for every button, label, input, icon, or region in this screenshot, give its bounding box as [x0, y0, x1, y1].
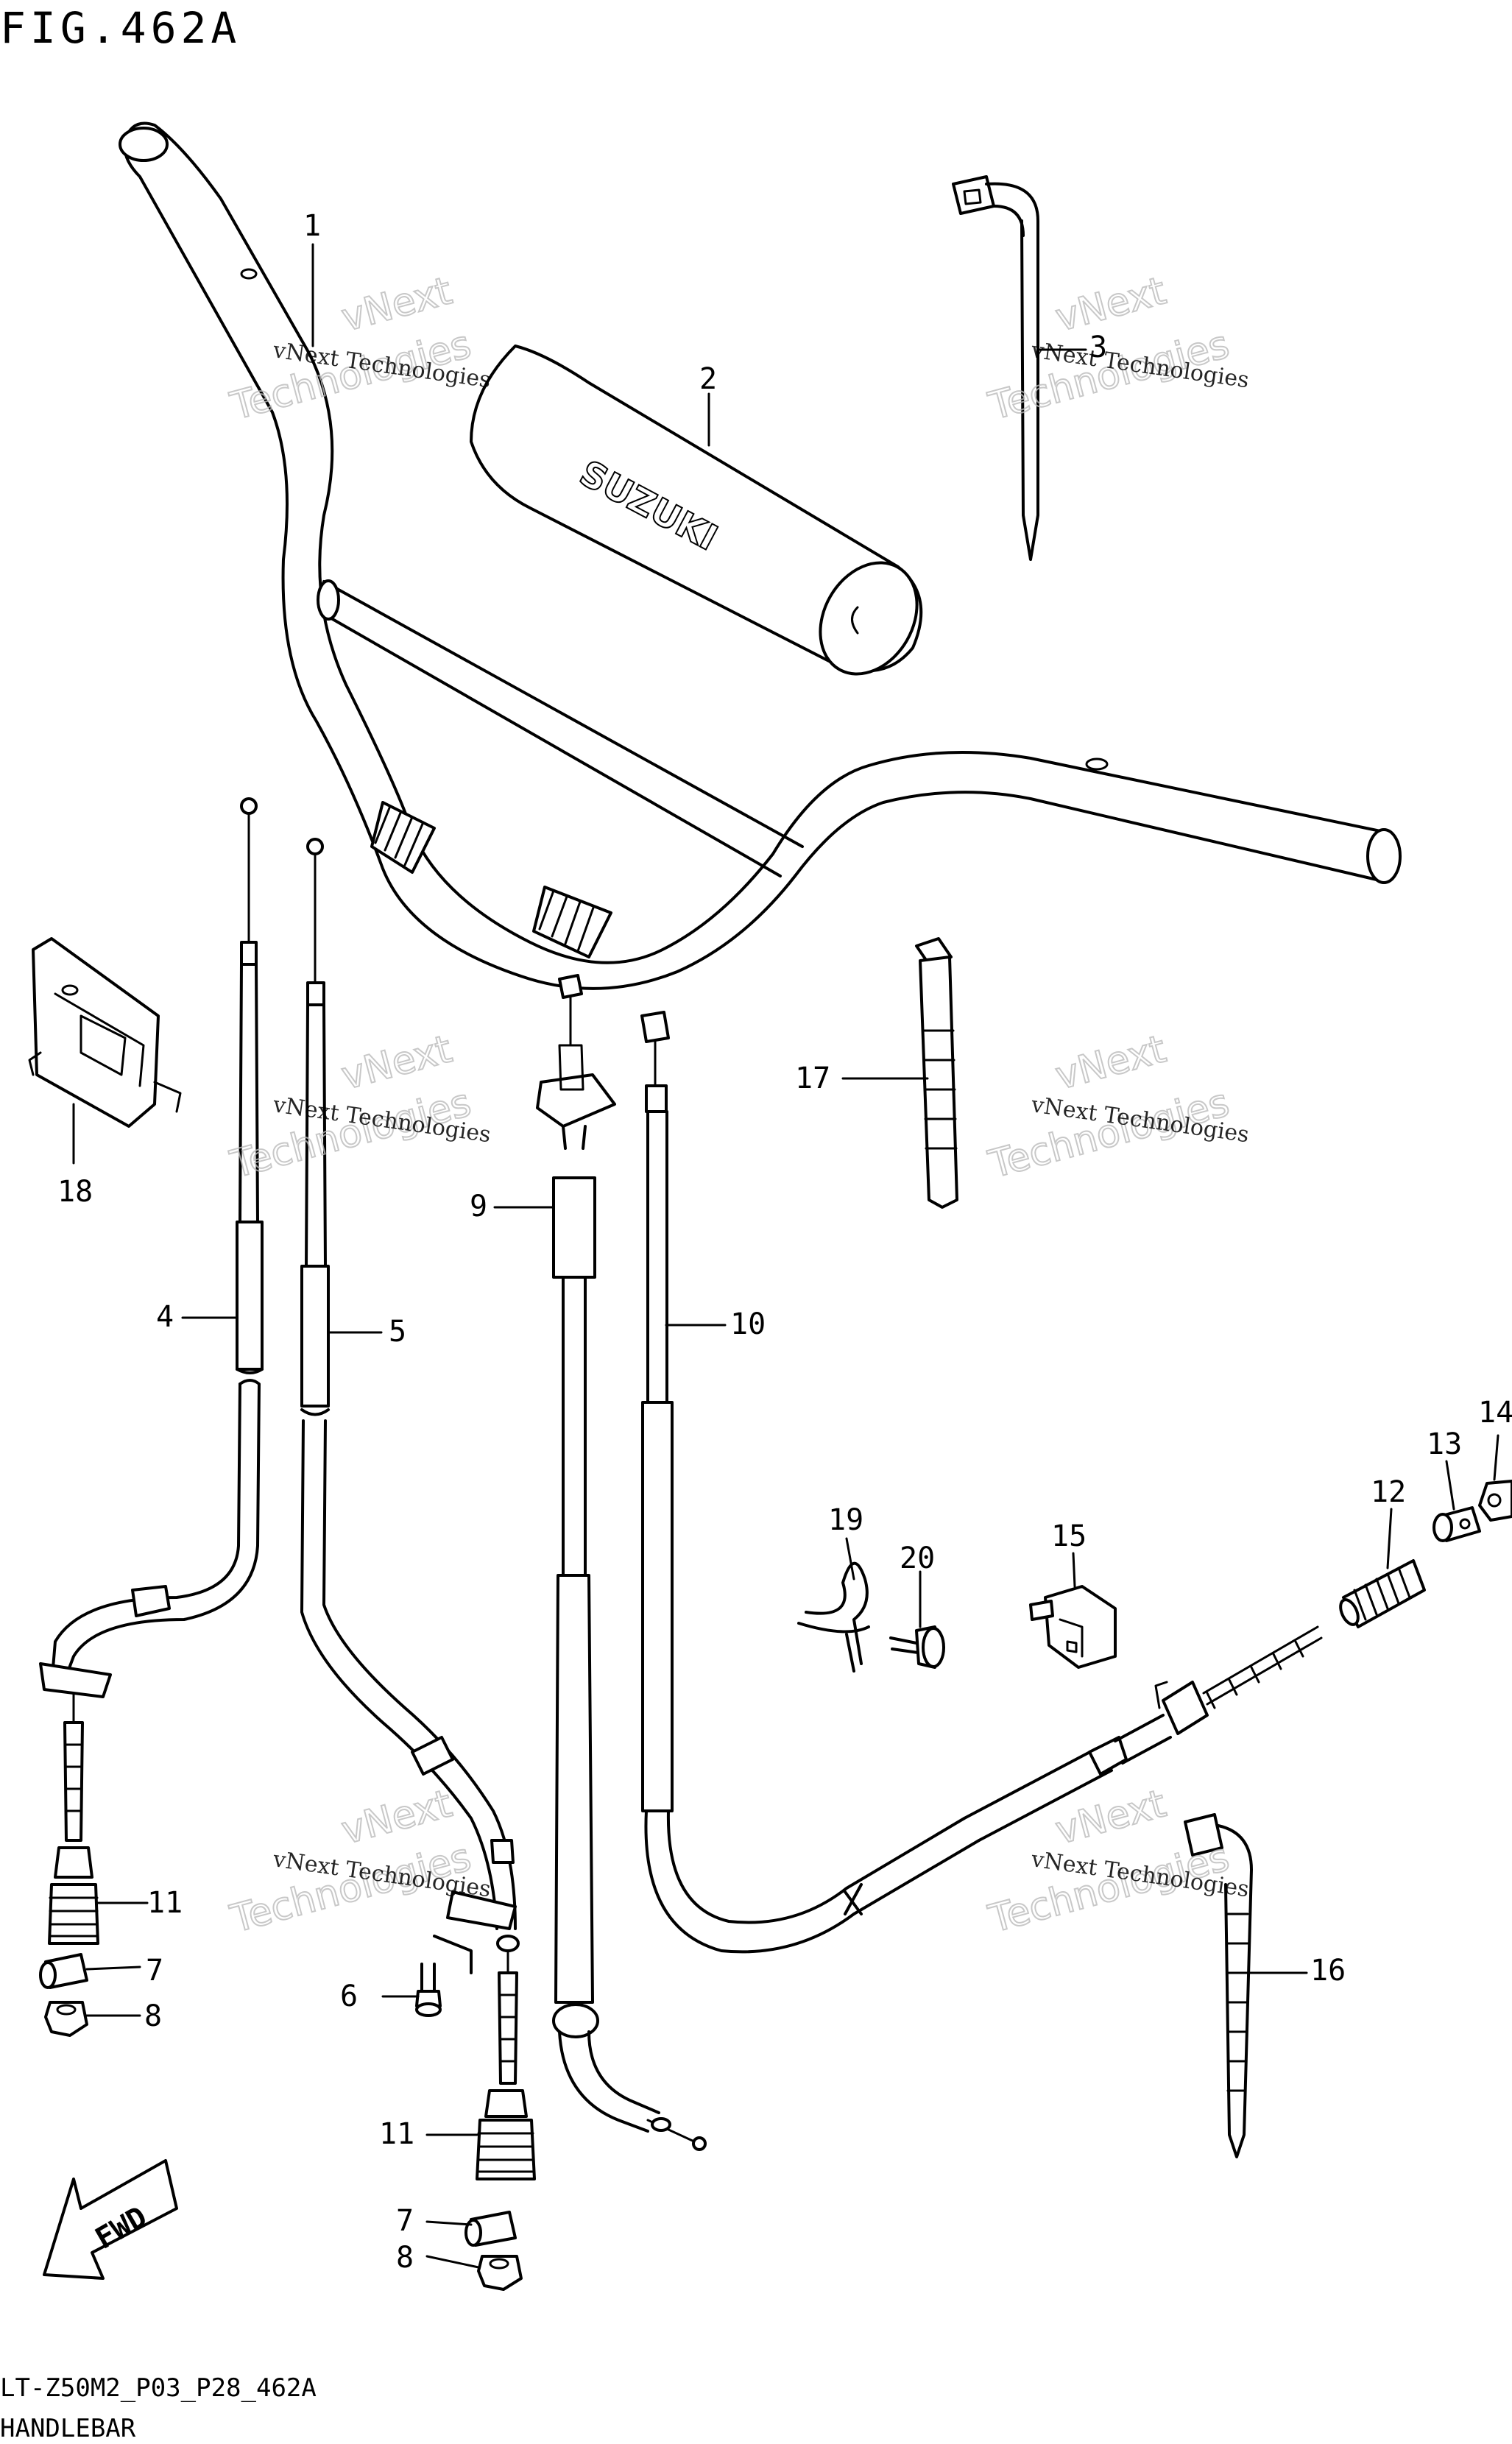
part-7-collar-right — [464, 2211, 517, 2247]
fwd-arrow: FWD — [43, 2159, 178, 2280]
part-5-cable — [300, 838, 520, 2085]
part-6-bolt — [415, 1963, 442, 2017]
callout-4: 4 — [156, 1300, 174, 1334]
part-12-spring-boot — [1339, 1559, 1426, 1628]
callout-16: 16 — [1310, 1954, 1346, 1988]
callout-1: 1 — [303, 209, 321, 243]
part-7-collar-left — [39, 1953, 88, 1989]
callout-11-right: 11 — [379, 2117, 414, 2151]
part-2-handlebar-pad: SUZUKI — [470, 345, 923, 676]
callout-12: 12 — [1371, 1475, 1406, 1509]
part-1-handlebar — [119, 121, 1402, 990]
part-8-nut-right — [477, 2255, 523, 2291]
callout-15: 15 — [1051, 1519, 1087, 1553]
callout-14: 14 — [1478, 1396, 1512, 1430]
watermark-mid-left: vNext Technologies vNext Technologies — [225, 1026, 492, 1188]
part-17-band — [915, 937, 958, 1209]
callout-19: 19 — [828, 1503, 863, 1537]
part-20-screw — [889, 1625, 945, 1669]
part-10-brake-cable — [640, 1011, 1323, 1954]
figure-title: FIG.462A — [0, 3, 241, 53]
callout-7-right: 7 — [396, 2204, 414, 2238]
part-13-adjuster — [1432, 1506, 1481, 1542]
callout-numbers: 1 2 3 4 5 6 7 7 8 8 9 10 11 11 12 13 14 … — [57, 209, 1512, 2275]
callout-8-left: 8 — [144, 1999, 162, 2033]
callout-3: 3 — [1089, 331, 1107, 364]
part-16-cable-tie — [1184, 1813, 1253, 2158]
watermark-bottom-right: vNext Technologies vNext Technologies — [983, 1781, 1251, 1943]
section-name: HANDLEBAR — [0, 2414, 136, 2443]
part-11-boot-right — [476, 2089, 536, 2180]
leader-lines — [72, 243, 1499, 2269]
callout-6: 6 — [340, 1979, 358, 2013]
callout-9: 9 — [470, 1190, 487, 1223]
watermark-mid-right: vNext Technologies vNext Technologies — [983, 1026, 1251, 1188]
callout-2: 2 — [699, 362, 717, 396]
callout-17: 17 — [795, 1062, 830, 1095]
callout-20: 20 — [900, 1541, 935, 1575]
callout-10: 10 — [730, 1307, 766, 1341]
callout-7-left: 7 — [146, 1954, 163, 1988]
watermark-mid-right-line2: vNext — [1051, 1027, 1170, 1098]
drawing-code: LT-Z50M2_P03_P28_462A — [0, 2373, 317, 2403]
part-19-spring-clip — [797, 1561, 870, 1673]
watermark-top-left: vNext Technologies vNext Technologies — [225, 268, 492, 430]
part-15-clip — [1029, 1585, 1117, 1669]
part-18-bracket — [28, 937, 182, 1128]
watermark-top-right: vNext Technologies vNext Technologies — [983, 268, 1251, 430]
part-4-cable — [39, 797, 264, 1842]
watermark-top-right-line2: vNext — [1051, 269, 1170, 340]
callout-8-right: 8 — [396, 2241, 414, 2275]
part-9-throttle-cable — [536, 974, 707, 2151]
callout-5: 5 — [389, 1315, 406, 1349]
part-11-boot-left — [48, 1846, 99, 1945]
callout-18: 18 — [57, 1175, 93, 1209]
part-8-nut-left — [44, 2001, 88, 2037]
part-14-nut — [1478, 1480, 1512, 1522]
callout-13: 13 — [1427, 1427, 1462, 1461]
part-3-clamp — [952, 175, 1039, 561]
callout-11-left: 11 — [147, 1886, 183, 1920]
